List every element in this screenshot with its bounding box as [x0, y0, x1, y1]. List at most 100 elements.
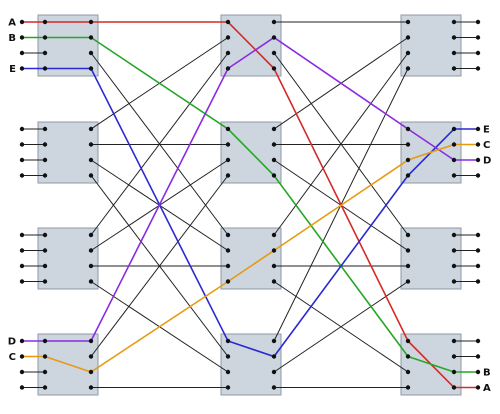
port-dot — [42, 126, 48, 132]
input-port-dot — [19, 354, 25, 359]
port-dot — [225, 354, 231, 359]
port-dot — [451, 157, 457, 163]
link-stage1-stage2 — [90, 52, 229, 236]
port-dot — [405, 157, 411, 163]
route-d — [22, 36, 478, 342]
port-dot — [451, 263, 457, 269]
port-dot — [225, 369, 231, 375]
port-dot — [42, 385, 48, 390]
input-port-dot — [19, 338, 25, 344]
port-dot — [88, 338, 94, 344]
port-dot — [88, 248, 94, 253]
port-dot — [405, 142, 411, 147]
input-port-dot — [19, 19, 25, 25]
port-dot — [451, 232, 457, 238]
input-port-dot — [19, 157, 25, 163]
port-dot — [271, 50, 277, 56]
port-dot — [225, 35, 231, 40]
input-label-c: C — [9, 352, 16, 363]
port-dot — [405, 385, 411, 390]
port-dot — [42, 369, 48, 375]
port-dot — [451, 50, 457, 56]
port-dot — [451, 338, 457, 344]
port-dot — [42, 248, 48, 253]
input-port-dot — [19, 142, 25, 147]
port-dot — [225, 338, 231, 344]
output-port-dot — [475, 232, 481, 238]
port-dot — [225, 263, 231, 269]
route-e — [22, 67, 478, 358]
output-port-dot — [475, 157, 481, 163]
port-dot — [405, 248, 411, 253]
port-dot — [225, 385, 231, 390]
port-dot — [225, 19, 231, 25]
output-port-dot — [475, 248, 481, 253]
port-dot — [42, 35, 48, 40]
output-port-dot — [475, 35, 481, 40]
port-dot — [225, 157, 231, 163]
port-dot — [225, 126, 231, 132]
port-dot — [405, 279, 411, 284]
input-port-dot — [19, 126, 25, 132]
input-label-b: B — [8, 33, 16, 44]
port-dot — [451, 248, 457, 253]
input-port-dot — [19, 50, 25, 56]
switch-stage1-1 — [37, 14, 99, 77]
port-dot — [405, 232, 411, 238]
port-dot — [42, 279, 48, 284]
port-dot — [271, 279, 277, 284]
port-dot — [451, 126, 457, 132]
switches-layer — [37, 14, 462, 396]
port-dot — [225, 232, 231, 238]
input-label-d: D — [8, 337, 16, 348]
port-dot — [42, 50, 48, 56]
port-dot — [42, 19, 48, 25]
port-dot — [271, 354, 277, 359]
port-dot — [451, 142, 457, 147]
route-b — [22, 36, 478, 373]
port-dot — [88, 173, 94, 178]
port-dot — [451, 19, 457, 25]
port-dot — [42, 173, 48, 178]
port-dot — [42, 263, 48, 269]
port-dot — [225, 279, 231, 284]
input-port-dot — [19, 263, 25, 269]
port-dot — [451, 369, 457, 375]
port-dot — [225, 248, 231, 253]
input-port-dot — [19, 232, 25, 238]
ports-layer — [19, 19, 481, 390]
output-port-dot — [475, 369, 481, 375]
port-dot — [451, 385, 457, 390]
input-port-dot — [19, 35, 25, 40]
port-dot — [271, 142, 277, 147]
port-dot — [42, 232, 48, 238]
output-port-dot — [475, 385, 481, 390]
port-dot — [225, 66, 231, 71]
route-a — [22, 21, 478, 389]
output-label-a: A — [483, 383, 491, 394]
port-dot — [271, 19, 277, 25]
switch-stage1-3 — [37, 227, 99, 290]
input-port-dot — [19, 279, 25, 284]
port-dot — [451, 279, 457, 284]
port-dot — [271, 338, 277, 344]
link-stage1-stage2 — [90, 175, 229, 357]
input-label-e: E — [9, 64, 16, 75]
switch-stage1-2 — [37, 121, 99, 184]
port-dot — [88, 232, 94, 238]
port-dot — [405, 35, 411, 40]
port-dot — [88, 385, 94, 390]
port-dot — [271, 66, 277, 71]
switch-stage2-4 — [220, 333, 282, 396]
port-dot — [451, 173, 457, 178]
background-links-layer — [22, 21, 478, 388]
port-dot — [271, 369, 277, 375]
port-dot — [88, 66, 94, 71]
switch-stage3-3 — [400, 227, 462, 290]
port-dot — [88, 35, 94, 40]
port-dot — [271, 232, 277, 238]
port-dot — [451, 354, 457, 359]
port-dot — [271, 263, 277, 269]
port-dot — [88, 369, 94, 375]
